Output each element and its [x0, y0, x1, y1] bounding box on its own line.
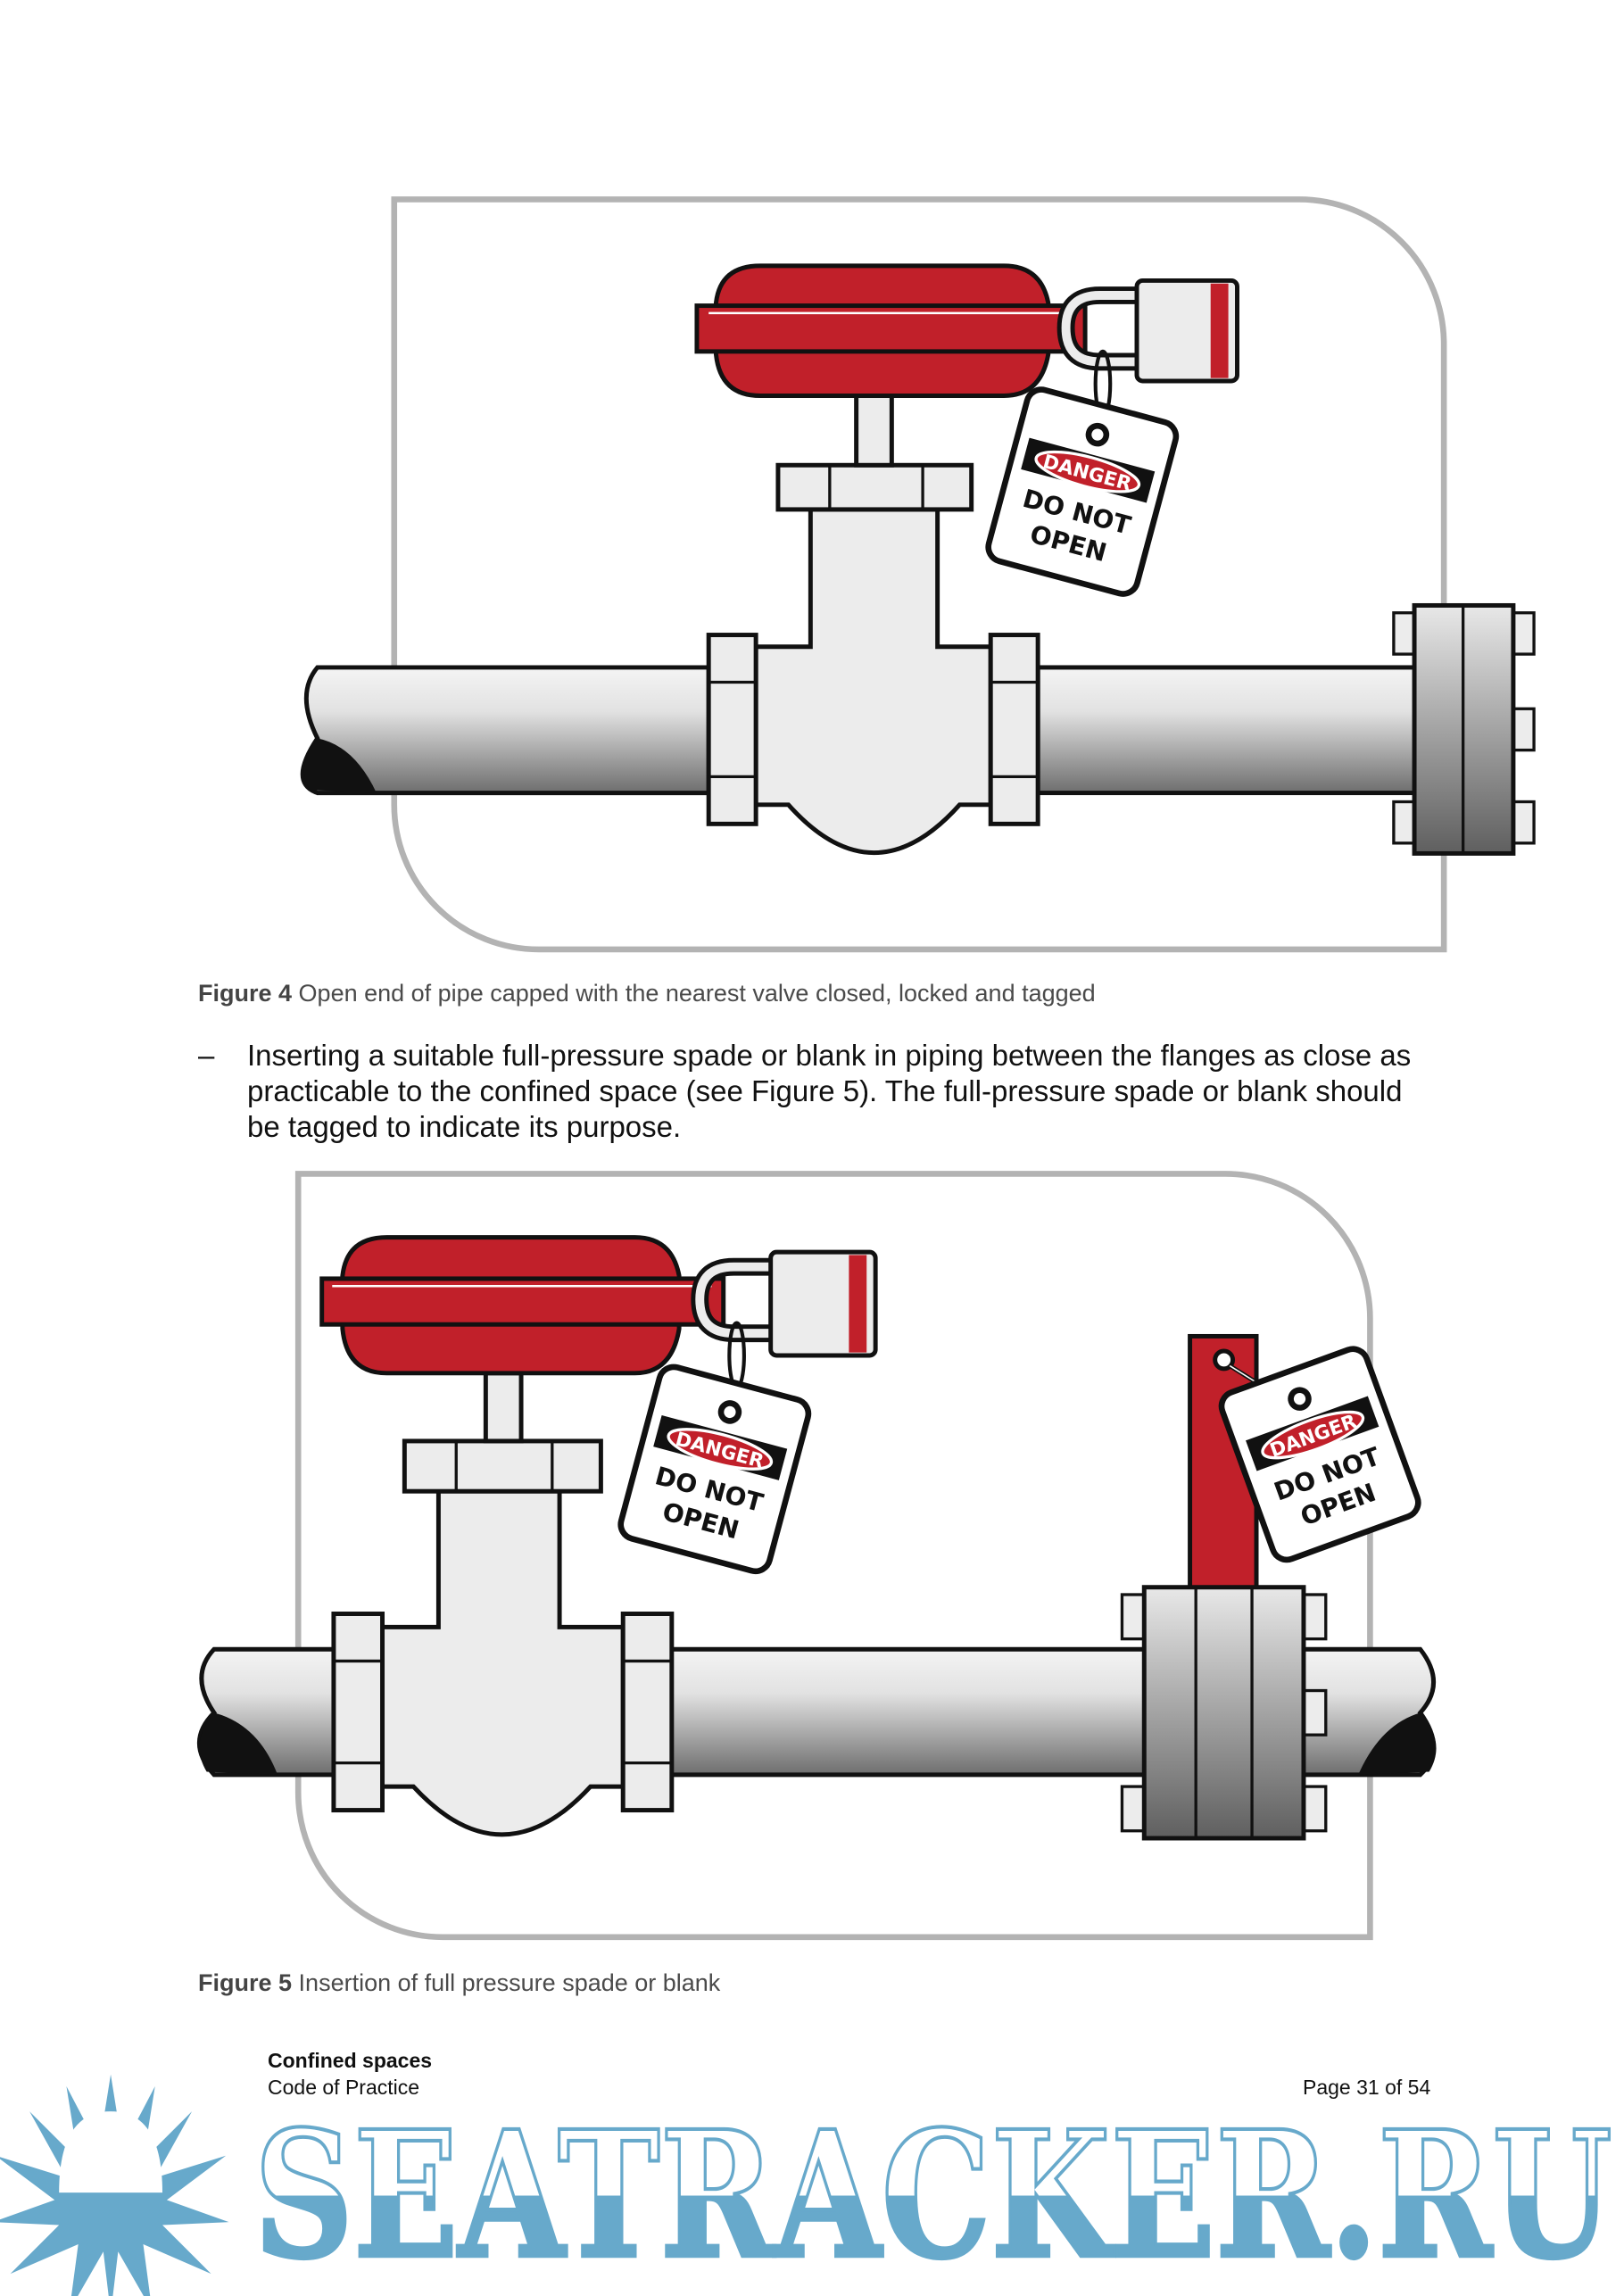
- bullet-text: Inserting a suitable full-pressure spade…: [247, 1039, 1412, 1143]
- danger-tag: DANGER DO NOT OPEN: [985, 386, 1180, 597]
- frame: [294, 1171, 1373, 1941]
- sun-icon: [0, 2074, 229, 2296]
- watermark: SEATRACKER.RU: [0, 2074, 1614, 2296]
- pipe-break: [303, 738, 377, 793]
- figure-5-caption: Figure 5 Insertion of full pressure spad…: [198, 1969, 720, 1997]
- caption-text: Insertion of full pressure spade or blan…: [298, 1969, 721, 1996]
- padlock: [691, 1249, 878, 1390]
- pipe-break: [199, 1712, 278, 1775]
- figure-4-caption: Figure 4 Open end of pipe capped with th…: [198, 980, 1096, 1007]
- frame: [391, 196, 1447, 953]
- valve: [319, 1235, 726, 1837]
- bullet-dash: –: [198, 1039, 215, 1072]
- figure-label: Figure 4: [198, 980, 293, 1007]
- watermark-text: SEATRACKER.RU: [254, 2093, 1612, 2296]
- caption-text: Open end of pipe capped with the nearest…: [298, 980, 1096, 1007]
- figure-4-illustration: DANGER DO NOT OPEN: [300, 196, 1536, 953]
- danger-tag: DANGER DO NOT OPEN: [617, 1364, 812, 1574]
- figure-5-illustration: DANGER DO NOT OPEN DANGER DO NOT OPEN: [196, 1171, 1437, 1941]
- footer-subtitle: Code of Practice: [268, 2076, 420, 2099]
- footer-title: Confined spaces: [268, 2049, 433, 2072]
- spade-blank: [1120, 1333, 1328, 1841]
- pipe-break: [1358, 1712, 1437, 1775]
- page-number: Page 31 of 54: [1303, 2076, 1431, 2099]
- padlock: [1056, 278, 1239, 419]
- figure-label: Figure 5: [198, 1969, 293, 1996]
- valve: [694, 263, 1088, 855]
- danger-tag: DANGER DO NOT OPEN: [1217, 1345, 1422, 1563]
- blind-flange: [1392, 602, 1536, 856]
